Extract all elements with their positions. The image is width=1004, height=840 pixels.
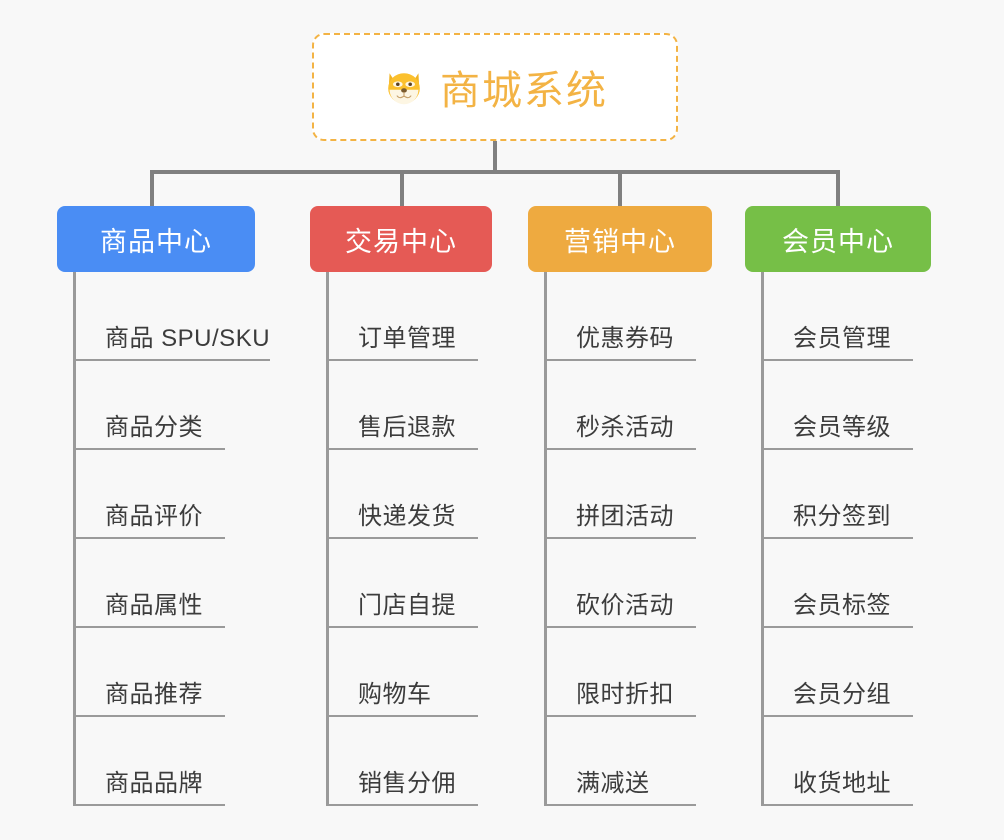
root-title: 商城系统 — [440, 69, 608, 113]
leaf-item[interactable]: 快递发货 — [310, 450, 550, 539]
branch-column-trade: 交易中心 订单管理 售后退款 快递发货 门店自提 购物车 销售分佣 — [310, 206, 550, 806]
leaf-item[interactable]: 商品推荐 — [57, 628, 317, 717]
branch-column-product: 商品中心 商品 SPU/SKU 商品分类 商品评价 商品属性 商品推荐 商品品牌 — [57, 206, 317, 806]
leaf-label: 收货地址 — [793, 770, 891, 797]
leaf-label: 商品品牌 — [105, 770, 203, 797]
leaf-label: 秒杀活动 — [576, 414, 674, 441]
branch-column-marketing: 营销中心 优惠券码 秒杀活动 拼团活动 砍价活动 限时折扣 满减送 — [528, 206, 768, 806]
branch-header-product[interactable]: 商品中心 — [57, 206, 255, 272]
leaf-item[interactable]: 积分签到 — [745, 450, 985, 539]
leaf-item[interactable]: 满减送 — [528, 717, 768, 806]
leaf-label: 订单管理 — [358, 325, 456, 352]
leaf-label: 积分签到 — [793, 503, 891, 530]
leaf-label: 满减送 — [576, 770, 650, 797]
leaf-item[interactable]: 订单管理 — [310, 272, 550, 361]
leaf-list-product: 商品 SPU/SKU 商品分类 商品评价 商品属性 商品推荐 商品品牌 — [57, 272, 317, 806]
branch-spine — [73, 272, 76, 806]
leaf-item[interactable]: 优惠券码 — [528, 272, 768, 361]
branch-label: 营销中心 — [564, 226, 676, 257]
branch-column-member: 会员中心 会员管理 会员等级 积分签到 会员标签 会员分组 收货地址 — [745, 206, 985, 806]
dog-face-icon — [382, 65, 426, 109]
leaf-item[interactable]: 售后退款 — [310, 361, 550, 450]
leaf-item[interactable]: 会员等级 — [745, 361, 985, 450]
leaf-item[interactable]: 商品分类 — [57, 361, 317, 450]
leaf-label: 商品属性 — [105, 592, 203, 619]
connector-bus — [150, 170, 840, 174]
branch-label: 会员中心 — [782, 226, 894, 257]
leaf-label: 会员标签 — [793, 592, 891, 619]
leaf-label: 拼团活动 — [576, 503, 674, 530]
branch-spine — [544, 272, 547, 806]
leaf-item[interactable]: 限时折扣 — [528, 628, 768, 717]
leaf-item[interactable]: 会员标签 — [745, 539, 985, 628]
leaf-label: 商品 SPU/SKU — [105, 325, 271, 352]
leaf-item[interactable]: 商品属性 — [57, 539, 317, 628]
connector-stem — [493, 141, 497, 172]
leaf-item[interactable]: 商品 SPU/SKU — [57, 272, 317, 361]
leaf-label: 门店自提 — [358, 592, 456, 619]
leaf-item[interactable]: 购物车 — [310, 628, 550, 717]
connector-drop-1 — [400, 170, 404, 208]
leaf-label: 商品评价 — [105, 503, 203, 530]
leaf-label: 销售分佣 — [358, 770, 456, 797]
branch-spine — [761, 272, 764, 806]
leaf-label: 售后退款 — [358, 414, 456, 441]
leaf-label: 会员分组 — [793, 681, 891, 708]
connector-drop-3 — [836, 170, 840, 208]
leaf-item[interactable]: 门店自提 — [310, 539, 550, 628]
branch-header-member[interactable]: 会员中心 — [745, 206, 931, 272]
leaf-item[interactable]: 拼团活动 — [528, 450, 768, 539]
leaf-item[interactable]: 砍价活动 — [528, 539, 768, 628]
leaf-label: 购物车 — [358, 681, 432, 708]
branch-header-marketing[interactable]: 营销中心 — [528, 206, 712, 272]
leaf-label: 会员等级 — [793, 414, 891, 441]
leaf-label: 限时折扣 — [576, 681, 674, 708]
branch-spine — [326, 272, 329, 806]
connector-drop-0 — [150, 170, 154, 208]
connector-drop-2 — [618, 170, 622, 208]
branch-header-trade[interactable]: 交易中心 — [310, 206, 492, 272]
leaf-item[interactable]: 销售分佣 — [310, 717, 550, 806]
leaf-item[interactable]: 收货地址 — [745, 717, 985, 806]
branch-label: 商品中心 — [100, 226, 212, 257]
leaf-item[interactable]: 会员分组 — [745, 628, 985, 717]
root-node[interactable]: 商城系统 — [312, 33, 678, 141]
leaf-label: 商品推荐 — [105, 681, 203, 708]
leaf-label: 商品分类 — [105, 414, 203, 441]
leaf-list-marketing: 优惠券码 秒杀活动 拼团活动 砍价活动 限时折扣 满减送 — [528, 272, 768, 806]
leaf-item[interactable]: 商品评价 — [57, 450, 317, 539]
leaf-label: 快递发货 — [358, 503, 456, 530]
leaf-item[interactable]: 秒杀活动 — [528, 361, 768, 450]
leaf-list-trade: 订单管理 售后退款 快递发货 门店自提 购物车 销售分佣 — [310, 272, 550, 806]
leaf-item[interactable]: 商品品牌 — [57, 717, 317, 806]
leaf-item[interactable]: 会员管理 — [745, 272, 985, 361]
leaf-label: 优惠券码 — [576, 325, 674, 352]
leaf-label: 砍价活动 — [576, 592, 674, 619]
leaf-label: 会员管理 — [793, 325, 891, 352]
branch-label: 交易中心 — [345, 226, 457, 257]
leaf-list-member: 会员管理 会员等级 积分签到 会员标签 会员分组 收货地址 — [745, 272, 985, 806]
